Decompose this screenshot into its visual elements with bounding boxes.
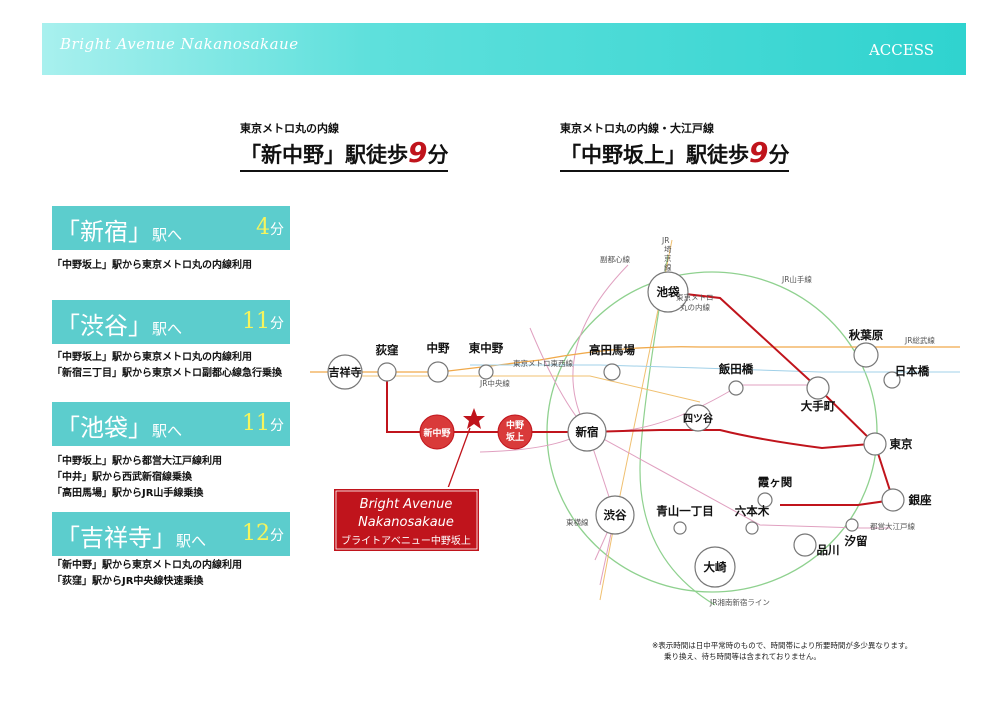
station-tokyo xyxy=(863,432,887,456)
station-takadanobaba xyxy=(603,363,621,381)
route-card-shibuya: 「渋谷」駅へ 11分 xyxy=(52,300,290,344)
section-title: ACCESS xyxy=(868,41,934,59)
route-notes-kichijoji: 「新中野」駅から東京メトロ丸の内線利用「荻窪」駅からJR中央線快速乗換 xyxy=(52,560,242,587)
station-nakano xyxy=(427,361,449,383)
label-tozai: 東京メトロ東西線 xyxy=(513,358,573,368)
station-nihonbashi xyxy=(883,371,901,389)
sobu-line xyxy=(330,375,701,403)
label-marunouchi: 東京メトロ xyxy=(676,292,714,302)
svg-text:線: 線 xyxy=(664,262,672,272)
label-ikebukuro: 池袋 xyxy=(657,285,680,299)
saikyo-line xyxy=(639,254,716,606)
label-saikyo: JR xyxy=(661,236,669,245)
station-ikebukuro xyxy=(647,271,689,313)
station-osaki xyxy=(694,546,736,588)
headline-shinnakano: 東京メトロ丸の内線 「新中野」駅徒歩9分 xyxy=(240,120,449,172)
station-roppongi xyxy=(745,521,759,535)
label-nakano: 中野 xyxy=(427,341,450,355)
label-shibuya: 渋谷 xyxy=(604,508,627,522)
svg-text:京: 京 xyxy=(664,253,672,263)
headline-walk: 「新中野」駅徒歩9分 xyxy=(240,136,449,172)
route-card-ikebukuro: 「池袋」駅へ 11分 xyxy=(52,402,290,446)
label-shiodome: 汐留 xyxy=(845,534,868,548)
property-box xyxy=(332,487,481,553)
label-nihonbashi: 日本橋 xyxy=(895,364,930,378)
label-aoyama: 青山一丁目 xyxy=(656,504,714,518)
shonan-line xyxy=(599,239,673,601)
route-notes-shibuya: 「中野坂上」駅から東京メトロ丸の内線利用「新宿三丁目」駅から東京メトロ副都心線急… xyxy=(52,352,282,379)
station-shiodome xyxy=(845,518,859,532)
label-otemachi: 大手町 xyxy=(801,399,836,413)
route-time: 11 xyxy=(242,309,270,334)
label-yamanote: JR山手線 xyxy=(781,274,812,284)
headline-line: 東京メトロ丸の内線 xyxy=(240,122,339,135)
station-aoyama xyxy=(673,521,687,535)
station-higashinakano xyxy=(478,364,494,380)
svg-text:丸の内線: 丸の内線 xyxy=(680,302,710,312)
label-chuo: JR中央線 xyxy=(479,378,510,388)
station-kichijoji xyxy=(327,354,363,390)
label-kasumigaseki: 霞ヶ関 xyxy=(758,475,793,489)
label-iidabashi: 飯田橋 xyxy=(718,362,754,376)
route-notes-ikebukuro: 「中野坂上」駅から都営大江戸線利用「中井」駅から西武新宿線乗換「高田馬場」駅から… xyxy=(52,456,222,499)
footnote: ※表示時間は日中平常時のもので、時間帯により所要時間が多少異なります。 乗り換え… xyxy=(652,641,913,661)
label-toyoko: 東横線 xyxy=(566,517,589,527)
label-osaki: 大崎 xyxy=(704,560,727,574)
station-nakanosakaue xyxy=(497,414,533,450)
route-time: 11 xyxy=(242,411,270,436)
label-akihabara: 秋葉原 xyxy=(849,328,884,342)
station-shinagawa xyxy=(793,533,817,557)
label-shinagawa: 品川 xyxy=(817,543,840,557)
oedo-line xyxy=(529,327,890,529)
label-roppongi: 六本木 xyxy=(735,504,770,518)
header-banner: Bright Avenue Nakanosakaue ACCESS xyxy=(42,23,966,75)
label-tokyo: 東京 xyxy=(890,437,913,451)
label-ogikubo: 荻窪 xyxy=(376,343,399,357)
label-shinjuku: 新宿 xyxy=(576,425,599,439)
headline-nakanosakaue: 東京メトロ丸の内線・大江戸線 「中野坂上」駅徒歩9分 xyxy=(560,120,790,172)
station-akihabara xyxy=(853,342,879,368)
route-dest: 「吉祥寺」 xyxy=(56,524,176,552)
label-shinnakano: 新中野 xyxy=(423,427,450,439)
station-yotsuya xyxy=(684,404,712,432)
svg-text:中野: 中野 xyxy=(506,419,524,431)
route-dest: 「渋谷」 xyxy=(56,312,152,340)
label-shonan: JR湘南新宿ライン xyxy=(709,597,770,607)
station-iidabashi xyxy=(728,380,744,396)
station-ogikubo xyxy=(377,362,397,382)
brand-name: Bright Avenue Nakanosakaue xyxy=(60,35,299,53)
label-higashinakano: 東中野 xyxy=(469,341,504,355)
chuo-line xyxy=(310,346,960,373)
property-name-jp: ブライトアベニュー中野坂上 xyxy=(341,534,471,547)
svg-text:Nakanosakaue: Nakanosakaue xyxy=(358,515,454,530)
route-time: 4 xyxy=(256,215,270,240)
route-time: 12 xyxy=(242,521,270,546)
station-shinnakano xyxy=(419,414,455,450)
station-otemachi xyxy=(806,376,830,400)
label-yotsuya: 四ツ谷 xyxy=(683,412,714,425)
svg-text:埼: 埼 xyxy=(664,244,672,254)
svg-text:坂上: 坂上 xyxy=(506,431,524,443)
property-star-icon xyxy=(463,408,485,429)
property-name-en: Bright Avenue xyxy=(360,497,453,512)
label-ginza: 銀座 xyxy=(909,493,932,507)
label-takadanobaba: 高田馬場 xyxy=(589,343,635,357)
station-kasumigaseki xyxy=(757,492,773,508)
headline-line: 東京メトロ丸の内線・大江戸線 xyxy=(560,122,714,135)
station-shibuya xyxy=(595,495,635,535)
route-dest: 「新宿」 xyxy=(56,218,152,246)
station-shinjuku xyxy=(567,412,607,452)
label-fukutoshin: 副都心線 xyxy=(600,254,630,264)
route-dest: 「池袋」 xyxy=(56,414,152,442)
label-kichijoji: 吉祥寺 xyxy=(329,365,362,379)
label-sobu: JR総武線 xyxy=(904,335,935,345)
tozai-line xyxy=(470,364,960,373)
route-notes-shinjuku: 「中野坂上」駅から東京メトロ丸の内線利用 xyxy=(52,260,252,271)
label-oedo: 都営大江戸線 xyxy=(870,521,915,531)
route-card-shinjuku: 「新宿」駅へ 4分 xyxy=(52,206,290,250)
station-ginza xyxy=(881,488,905,512)
route-card-kichijoji: 「吉祥寺」駅へ 12分 xyxy=(52,512,290,556)
headline-walk: 「中野坂上」駅徒歩9分 xyxy=(560,136,790,172)
